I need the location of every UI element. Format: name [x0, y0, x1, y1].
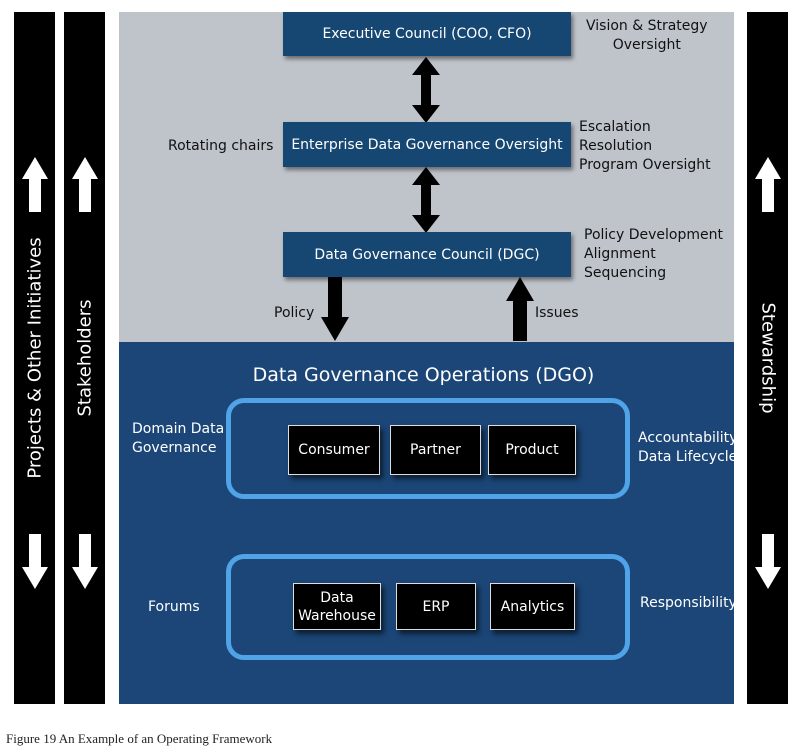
double-arrow-icon	[412, 57, 440, 123]
domain-note: Accountability Data Lifecycles	[638, 429, 745, 467]
note-line: Program Oversight	[579, 157, 711, 173]
forum-label: Analytics	[500, 598, 565, 615]
domain-box-product: Product	[488, 425, 576, 475]
policy-down-arrow-icon	[321, 277, 349, 341]
note-line: Oversight	[612, 37, 681, 53]
forum-label: ERP	[422, 598, 450, 615]
issues-up-arrow-icon	[506, 277, 534, 341]
domain-governance-label: Domain Data Governance	[132, 420, 224, 458]
enterprise-note: Escalation Resolution Program Oversight	[579, 118, 711, 175]
executive-council-box: Executive Council (COO, CFO)	[283, 12, 571, 56]
note-line: Accountability	[638, 430, 738, 446]
domain-label: Consumer	[298, 442, 370, 458]
note-line: Alignment	[584, 246, 656, 262]
dgc-label: Data Governance Council (DGC)	[314, 246, 540, 263]
note-line: Resolution	[579, 138, 653, 154]
forum-box-data-warehouse: Data Warehouse	[293, 583, 381, 630]
figure-caption: Figure 19 An Example of an Operating Fra…	[6, 731, 273, 746]
policy-label: Policy	[274, 305, 315, 321]
dgc-note: Policy Development Alignment Sequencing	[584, 226, 723, 283]
note-line: Escalation	[579, 119, 651, 135]
sidebar-stakeholders-label: Stakeholders	[74, 299, 95, 417]
executive-note: Vision & Strategy Oversight	[586, 17, 708, 55]
forum-label: Data	[320, 589, 354, 606]
sidebar-projects-label: Projects & Other Initiatives	[24, 237, 45, 479]
forums-label: Forums	[148, 599, 200, 615]
dgo-title: Data Governance Operations (DGO)	[252, 364, 595, 386]
enterprise-oversight-box: Enterprise Data Governance Oversight	[283, 122, 571, 167]
issues-label: Issues	[535, 305, 579, 321]
up-arrow-icon	[22, 157, 48, 212]
forum-label: Warehouse	[298, 607, 376, 624]
enterprise-oversight-label: Enterprise Data Governance Oversight	[291, 136, 563, 153]
domain-label: Partner	[410, 442, 461, 458]
forum-box-analytics: Analytics	[490, 583, 575, 630]
down-arrow-icon	[755, 534, 781, 589]
down-arrow-icon	[72, 534, 98, 589]
forums-note: Responsibility	[640, 595, 737, 611]
domain-label: Product	[505, 442, 559, 458]
sidebar-stewardship-label: Stewardship	[757, 302, 778, 414]
label-line: Domain Data	[132, 421, 225, 437]
domain-box-partner: Partner	[390, 425, 481, 475]
note-line: Policy Development	[584, 227, 723, 243]
dgc-box: Data Governance Council (DGC)	[283, 232, 571, 277]
note-line: Vision & Strategy	[586, 18, 708, 34]
forums-group	[226, 554, 630, 660]
note-line: Sequencing	[584, 265, 667, 281]
sidebar-stewardship: Stewardship	[747, 12, 788, 704]
double-arrow-icon	[412, 167, 440, 233]
up-arrow-icon	[755, 157, 781, 212]
sidebar-stakeholders: Stakeholders	[64, 12, 105, 704]
sidebar-projects: Projects & Other Initiatives	[14, 12, 55, 704]
label-line: Governance	[132, 440, 217, 456]
rotating-chairs-note: Rotating chairs	[168, 138, 274, 154]
note-line: Data Lifecycles	[638, 449, 745, 465]
up-arrow-icon	[72, 157, 98, 212]
down-arrow-icon	[22, 534, 48, 589]
domain-box-consumer: Consumer	[288, 425, 380, 475]
forum-box-erp: ERP	[396, 583, 476, 630]
domain-group	[226, 398, 630, 499]
executive-council-label: Executive Council (COO, CFO)	[322, 26, 532, 42]
